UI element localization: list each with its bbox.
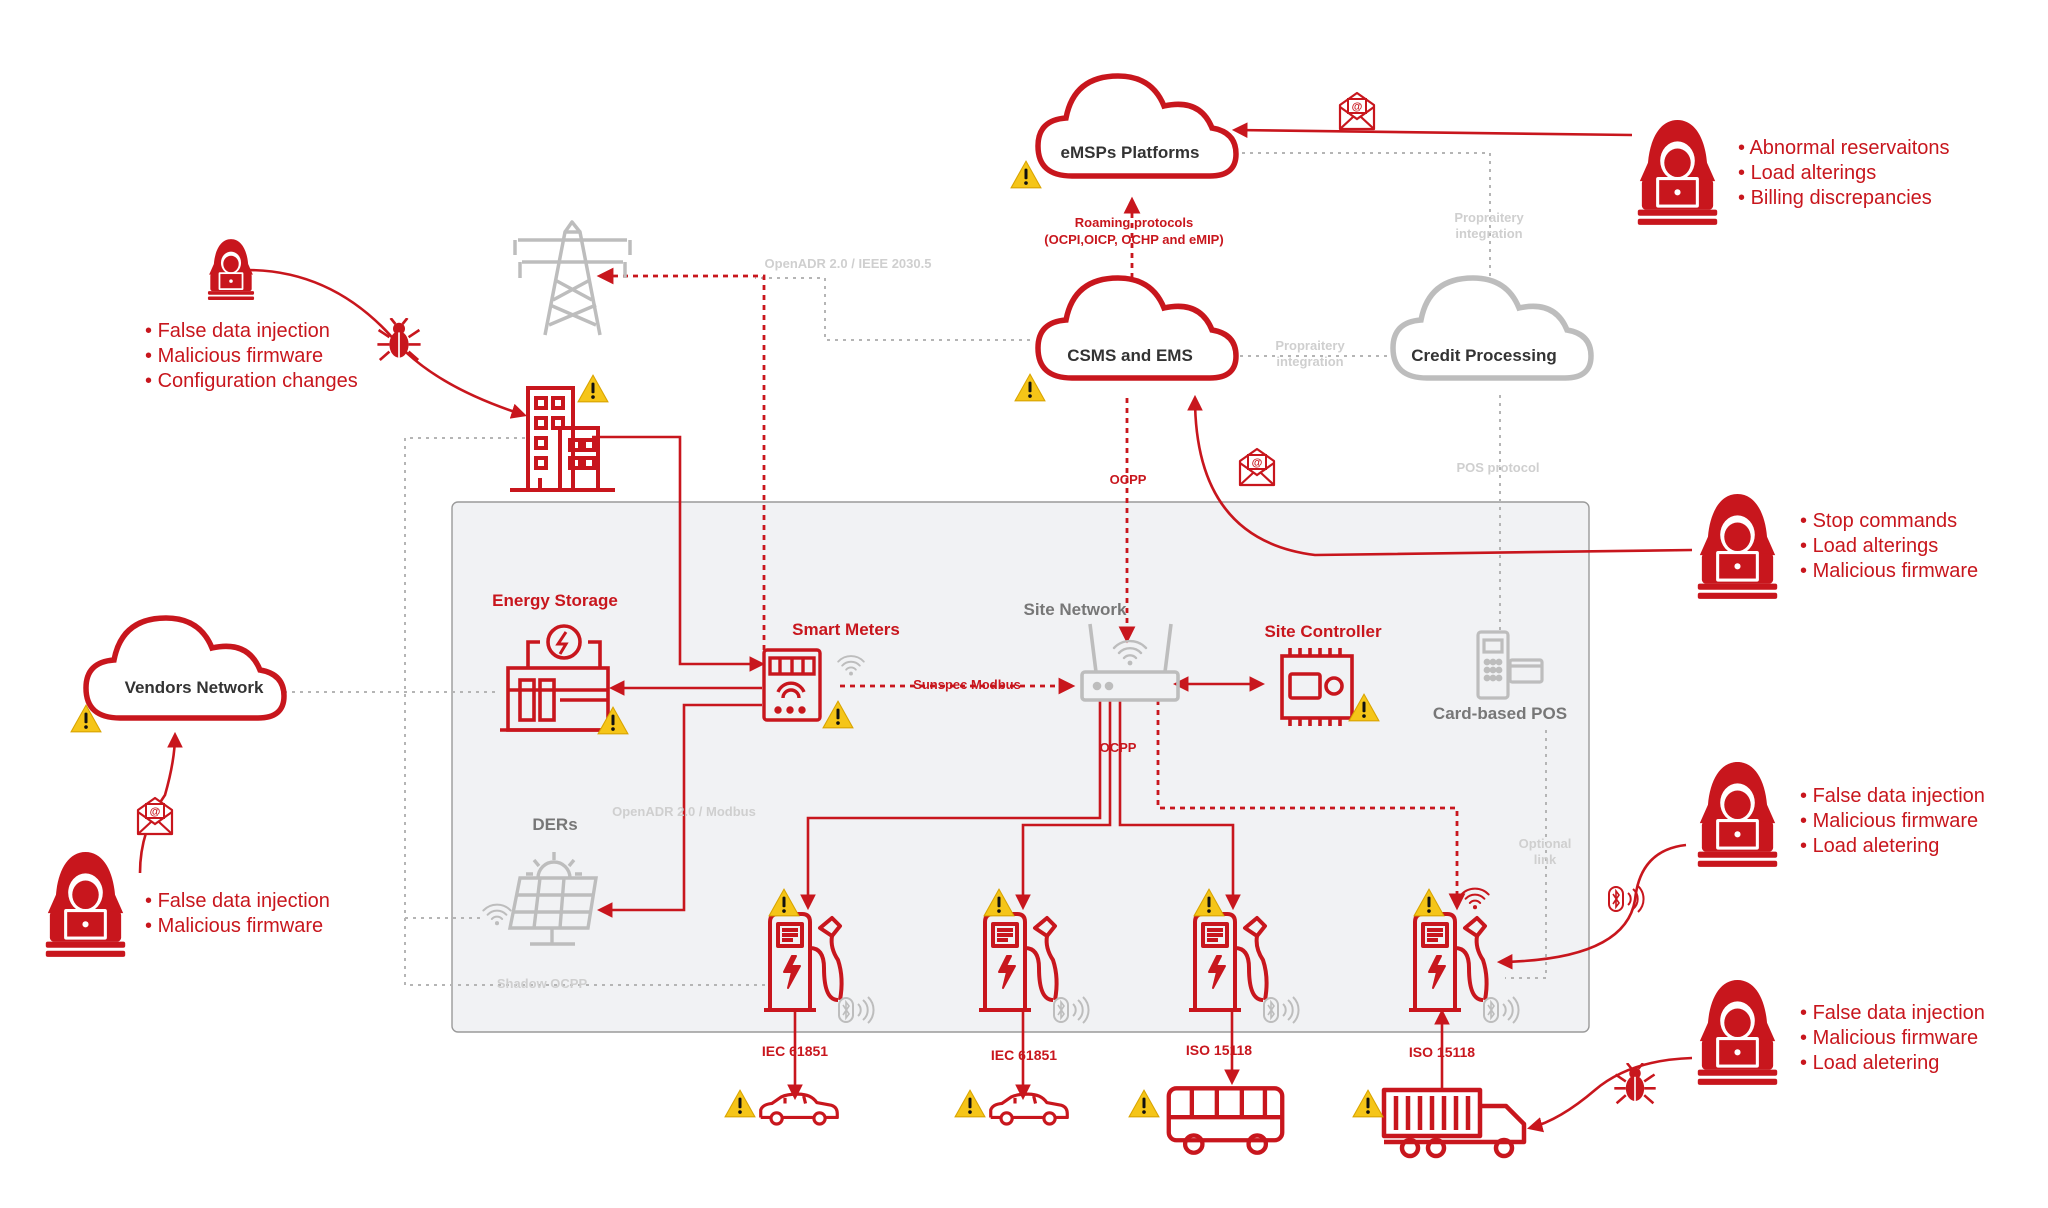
solar-panel-icon — [507, 852, 598, 946]
cloud-emsp — [1035, 73, 1239, 179]
cloud-vendors — [83, 615, 287, 721]
svg-text:• Abnormal reservaitons: • Abnormal reservaitons — [1738, 137, 1950, 159]
red-dashed-links — [596, 196, 1466, 911]
charger-4-protocol: ISO 15118 — [1409, 1044, 1475, 1060]
threat-list-building: • False data injection • Malicious firmw… — [145, 320, 358, 392]
bluetooth-attack-icon — [1608, 885, 1645, 913]
smart-meters-label: Smart Meters — [792, 620, 900, 639]
svg-text:• Load alterings: • Load alterings — [1800, 535, 1938, 557]
shadow-ocpp-label: Shadow OCPP — [497, 976, 588, 991]
phishing-mail-icon-1 — [1338, 91, 1376, 131]
propriatery-label-2: integration — [1276, 354, 1343, 369]
svg-text:• Stop commands: • Stop commands — [1800, 510, 1957, 532]
charger-2-protocol: IEC 61851 — [991, 1047, 1057, 1063]
attacker-csms-icon — [1697, 494, 1778, 599]
warning-icon — [954, 1089, 986, 1118]
attacker-building-icon — [207, 239, 255, 301]
svg-text:• Malicious firmware: • Malicious firmware — [1800, 810, 1978, 832]
svg-text:• False data injection: • False data injection — [145, 320, 330, 342]
cloud-credit-label: Credit Processing — [1411, 346, 1557, 365]
svg-text:• Configuration changes: • Configuration changes — [145, 370, 358, 392]
attacker-truck-icon — [1697, 980, 1778, 1085]
cloud-credit — [1390, 275, 1594, 381]
site-network-label: Site Network — [1024, 600, 1128, 619]
optional-link-label-2: link — [1534, 852, 1557, 867]
threat-list-emsp: • Abnormal reservaitons • Load alterings… — [1738, 137, 1950, 209]
car-2-icon — [989, 1092, 1069, 1126]
svg-text:• Malicious firmware: • Malicious firmware — [145, 915, 323, 937]
ocpp-top-label: OCPP — [1110, 472, 1147, 487]
gray-links — [284, 152, 1547, 986]
threat-list-csms: • Stop commands • Load alterings • Malic… — [1800, 510, 1978, 582]
optional-link-label-1: Optional — [1519, 836, 1572, 851]
cloud-vendors-label: Vendors Network — [125, 678, 264, 697]
site-boundary — [451, 501, 1590, 1033]
attacker-vendors-icon — [45, 852, 126, 957]
threat-list-vendors: • False data injection • Malicious firmw… — [145, 890, 330, 937]
router-icon — [1080, 623, 1180, 702]
warning-icon — [577, 374, 609, 403]
warning-icon — [724, 1089, 756, 1118]
svg-text:• Load aletering: • Load aletering — [1800, 835, 1939, 857]
site-controller-label: Site Controller — [1264, 622, 1382, 641]
svg-text:• False data injection: • False data injection — [1800, 1002, 1985, 1024]
proprietary-credit-label-1: Propraitery — [1454, 210, 1524, 225]
bus-icon — [1169, 1088, 1282, 1152]
svg-text:• False data injection: • False data injection — [1800, 785, 1985, 807]
smart-meter-icon — [762, 648, 822, 722]
cloud-csms-label: CSMS and EMS — [1067, 346, 1193, 365]
svg-text:• Load alterings: • Load alterings — [1738, 162, 1876, 184]
charger-3-protocol: ISO 15118 — [1186, 1042, 1252, 1058]
phishing-mail-icon-2 — [1238, 447, 1276, 487]
malware-bug-icon-2 — [1613, 1063, 1657, 1105]
phishing-mail-icon-3 — [136, 796, 174, 836]
svg-text:• Malicious firmware: • Malicious firmware — [1800, 1027, 1978, 1049]
svg-text:• Billing discrepancies: • Billing discrepancies — [1738, 187, 1932, 209]
warning-icon — [1010, 160, 1042, 189]
attacker-emsp-icon — [1637, 120, 1718, 225]
svg-text:• Malicious firmware: • Malicious firmware — [1800, 560, 1978, 582]
cloud-emsp-label: eMSPs Platforms — [1061, 143, 1200, 162]
threat-list-charger: • False data injection • Malicious firmw… — [1800, 785, 1985, 857]
warning-icon — [1128, 1089, 1160, 1118]
cloud-csms — [1035, 275, 1239, 381]
pos-protocol-label: POS protocol — [1456, 460, 1539, 475]
openadr-grid-label: OpenADR 2.0 / IEEE 2030.5 — [765, 256, 932, 271]
building-icon — [510, 386, 615, 492]
truck-icon — [1384, 1090, 1524, 1156]
roaming-label-2: (OCPI,OICP, OCHP and eMIP) — [1044, 232, 1223, 247]
openadr-modbus-label: OpenADR 2.0 / Modbus — [612, 804, 756, 819]
svg-text:• Malicious firmware: • Malicious firmware — [145, 345, 323, 367]
ocpp-site-label: OCPP — [1100, 740, 1137, 755]
card-pos-label: Card-based POS — [1433, 704, 1567, 723]
car-1-icon — [759, 1092, 839, 1126]
warning-icon — [1014, 373, 1046, 402]
svg-text:• False data injection: • False data injection — [145, 890, 330, 912]
energy-storage-icon — [500, 624, 616, 732]
warning-icon — [1352, 1089, 1384, 1118]
charger-1-protocol: IEC 61851 — [762, 1043, 828, 1059]
svg-text:• Load aletering: • Load aletering — [1800, 1052, 1939, 1074]
propriatery-label-1: Propraitery — [1275, 338, 1345, 353]
ders-label: DERs — [532, 815, 577, 834]
attacker-charger-icon — [1697, 762, 1778, 867]
pos-terminal-icon — [1476, 630, 1544, 700]
energy-storage-label: Energy Storage — [492, 591, 618, 610]
roaming-label-1: Roaming protocols — [1075, 215, 1193, 230]
sunspec-label: Sunspec Modbus — [913, 677, 1021, 692]
malware-bug-icon-1 — [376, 318, 422, 362]
grid-tower-icon — [513, 220, 632, 336]
threat-list-truck: • False data injection • Malicious firmw… — [1800, 1002, 1985, 1074]
red-links — [138, 122, 1693, 1133]
proprietary-credit-label-2: integration — [1455, 226, 1522, 241]
site-controller-icon — [1280, 648, 1354, 726]
